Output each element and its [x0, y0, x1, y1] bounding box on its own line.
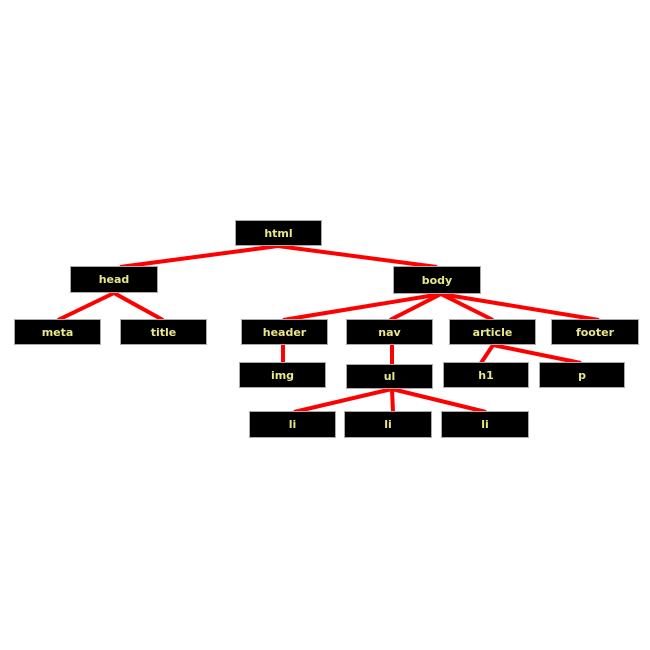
edge-body-nav: [389, 292, 442, 322]
node-body: body: [393, 266, 481, 294]
node-nav: nav: [346, 319, 433, 345]
edge-head-title: [113, 291, 164, 322]
node-li1: li: [249, 411, 336, 438]
node-ul: ul: [346, 364, 433, 389]
node-li2: li: [344, 411, 432, 438]
node-li3: li: [441, 411, 529, 438]
edge-body-header: [282, 292, 442, 322]
node-title: title: [120, 319, 207, 345]
edge-html-head: [119, 244, 279, 269]
edge-ul-li1: [293, 387, 393, 414]
edge-body-footer: [440, 292, 600, 322]
edge-ul-li3: [391, 387, 487, 414]
edge-article-h1: [479, 343, 495, 365]
node-meta: meta: [14, 319, 101, 345]
node-p: p: [539, 362, 625, 388]
edge-head-meta: [57, 291, 115, 322]
edge-html-body: [277, 244, 438, 269]
node-article: article: [449, 319, 536, 345]
node-html: html: [235, 220, 322, 246]
edge-body-article: [440, 292, 494, 322]
edge-article-p: [492, 343, 582, 365]
edge-ul-li2: [390, 388, 395, 413]
node-img: img: [239, 362, 326, 388]
node-footer: footer: [551, 319, 639, 345]
node-head: head: [70, 266, 158, 293]
node-h1: h1: [443, 362, 529, 388]
node-header: header: [241, 319, 328, 345]
